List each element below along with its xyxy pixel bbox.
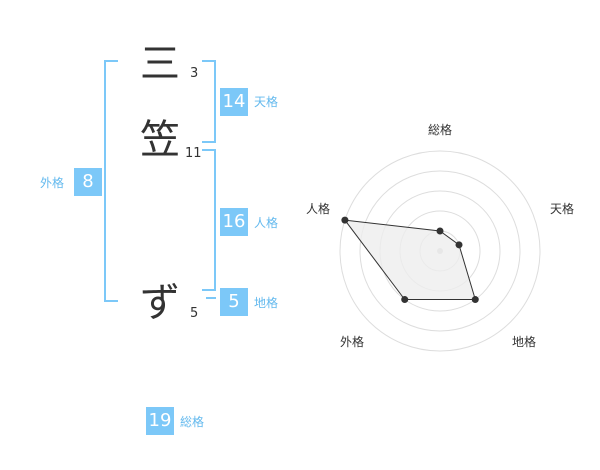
radar-label-gaikaku: 外格 [340,334,364,349]
gaikaku-bracket [104,60,118,302]
radar-label-tenkaku: 天格 [550,201,574,216]
jinkaku-value-badge: 16 [220,208,248,236]
radar-label-chikaku: 地格 [512,334,536,349]
chikaku-value-badge: 5 [220,288,248,316]
radar-point-soukaku [436,227,444,235]
radar-point-jinkaku [341,216,349,224]
radar-point-gaikaku [401,296,409,304]
jinkaku-label: 人格 [254,216,279,230]
stroke-count-1: 3 [190,66,199,81]
radar-ring-5 [339,150,541,352]
radar-polygon [343,219,476,300]
name-char-1: 三 [140,41,180,87]
stroke-count-3: 5 [190,306,199,321]
radar-points [341,216,479,304]
radar-label-soukaku: 総格 [428,122,452,137]
radar-ring-4 [359,170,521,332]
jinkaku-bracket [202,149,216,291]
name-char-3: ず [140,280,180,326]
radar-point-chikaku [471,296,479,304]
radar-point-tenkaku [455,241,463,249]
chikaku-bracket-tick [206,297,216,299]
soukaku-label: 総格 [180,415,205,429]
tenkaku-bracket [202,60,216,143]
chikaku-label: 地格 [254,296,279,310]
tenkaku-label: 天格 [254,95,279,109]
tenkaku-value-badge: 14 [220,88,248,116]
name-char-2: 笠 [140,117,180,163]
gaikaku-label: 外格 [40,176,65,190]
stroke-count-2: 11 [185,146,202,161]
soukaku-value-badge: 19 [146,407,174,435]
gaikaku-value-badge: 8 [74,168,102,196]
radar-label-jinkaku: 人格 [306,201,330,216]
